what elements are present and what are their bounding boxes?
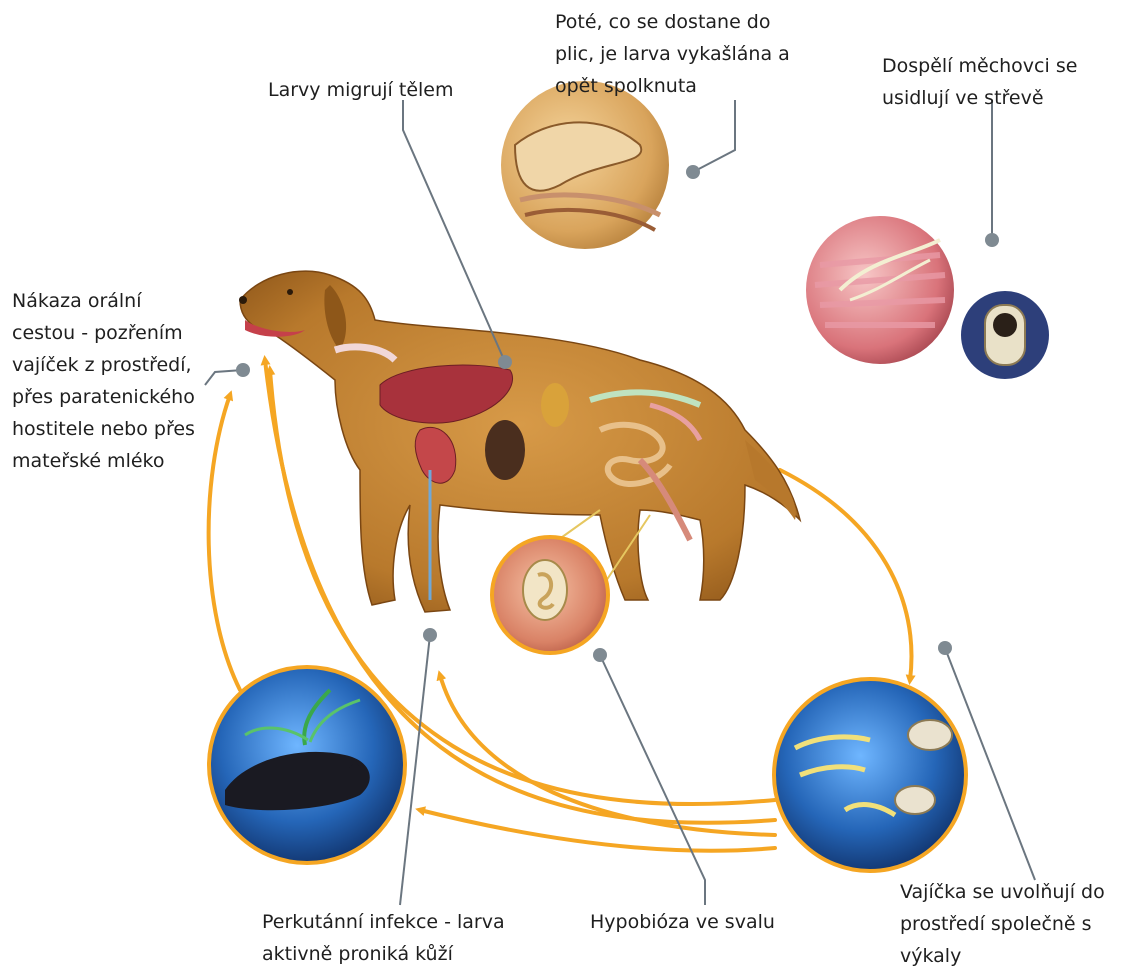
label-percutaneous: Perkutánní infekce - larva aktivně proni… (262, 906, 562, 970)
dot-lungs (686, 165, 700, 179)
trachea-cross-section-icon (500, 80, 670, 250)
intestinal-villi-worm-icon (805, 215, 1050, 380)
dot-migrate (498, 355, 512, 369)
leader-hypob (600, 655, 705, 905)
dot-percut (423, 628, 437, 642)
kidney (485, 420, 525, 480)
dot-eggs (938, 641, 952, 655)
label-eggs-released: Vajíčka se uvolňují do prostředí společn… (900, 876, 1122, 972)
label-hypobiosis: Hypobióza ve svalu (590, 906, 810, 938)
leader-migrate (403, 100, 505, 362)
paratenic-host-mouse-icon (209, 667, 405, 863)
leader-lungs (693, 100, 735, 172)
label-lungs: Poté, co se dostane do plic, je larva vy… (555, 6, 845, 102)
arrow-eggs-to-skin (440, 675, 775, 835)
stomach (541, 383, 569, 427)
label-adults: Dospělí měchovci se usidlují ve střevě (882, 50, 1122, 114)
label-larvae-migrate: Larvy migrují tělem (268, 74, 508, 106)
dot-hypob (593, 648, 607, 662)
arrow-dog-to-eggs (780, 470, 911, 680)
dot-adults (985, 233, 999, 247)
label-oral-infection: Nákaza orální cestou - pozřením vajíček … (12, 285, 252, 477)
eggs-and-larvae-icon (774, 679, 966, 871)
